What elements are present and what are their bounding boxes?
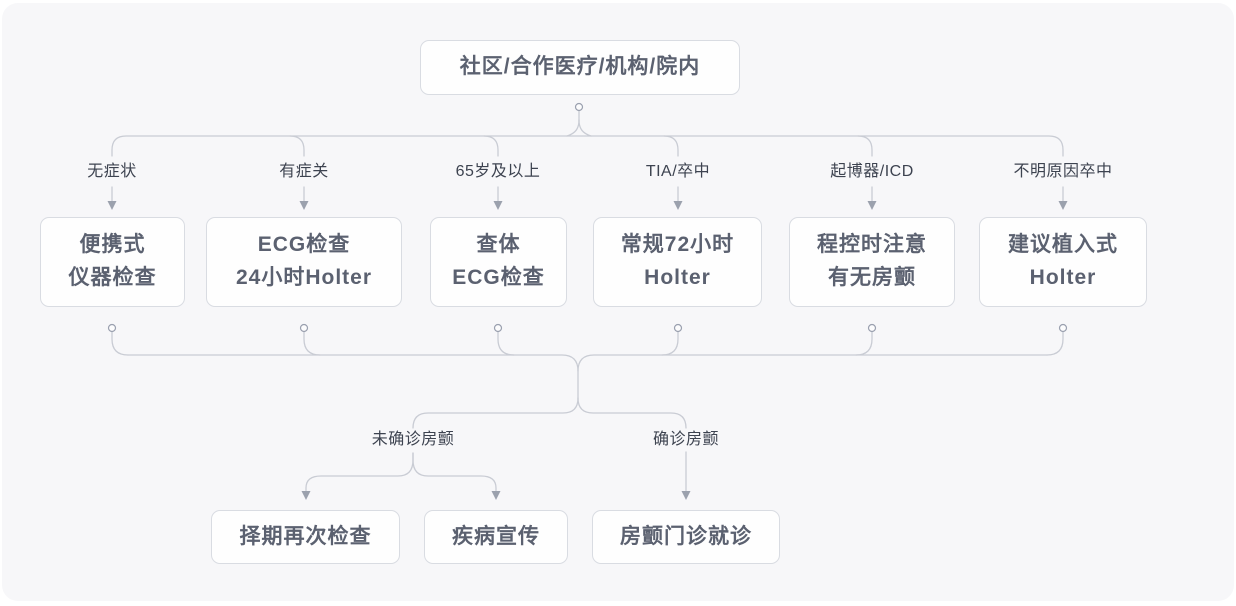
node-implantable-holter: 建议植入式 Holter	[979, 217, 1147, 307]
arrowhead-1	[107, 201, 117, 210]
port-node-2	[299, 323, 309, 333]
lower-bus-left	[127, 354, 579, 399]
lower-bus-right	[577, 354, 1048, 372]
mid-drop-4	[661, 331, 679, 356]
node-physical-ecg: 查体 ECG检查	[430, 217, 567, 307]
node-text-line: 有无房颤	[828, 266, 916, 289]
node-72h-holter: 常规72小时 Holter	[593, 217, 762, 307]
mid-drop-2	[303, 331, 321, 356]
node-root: 社区/合作医疗/机构/院内	[420, 40, 740, 95]
node-text-line: 疾病宣传	[452, 524, 540, 548]
node-root-label: 社区/合作医疗/机构/院内	[459, 55, 701, 79]
node-text-line: 便携式	[79, 233, 146, 257]
node-text-line: 仪器检查	[68, 266, 157, 289]
node-af-clinic: 房颤门诊就诊	[592, 510, 780, 564]
top-drop-4	[663, 135, 679, 157]
port-root	[574, 102, 584, 112]
outcome-fork-left	[412, 397, 579, 429]
node-text-line: 程控时注意	[817, 233, 927, 257]
outcome-label-af-not-confirmed: 未确诊房颤	[371, 431, 455, 448]
node-text-line: Holter	[1029, 266, 1097, 289]
root-fork-left	[566, 119, 580, 137]
port-node-6	[1058, 323, 1068, 333]
mid-drop-6	[1046, 331, 1064, 356]
mid-drop-1	[111, 331, 129, 356]
top-drop-3	[483, 135, 499, 157]
branch-label-symptomatic: 有症关	[279, 163, 329, 180]
node-pacemaker-check: 程控时注意 有无房颤	[789, 217, 955, 307]
node-text-line: 查体	[476, 233, 521, 257]
top-drop-5	[857, 135, 873, 157]
arrowhead-3	[493, 201, 503, 210]
arrowheads	[107, 201, 1068, 500]
node-text-line: 建议植入式	[1008, 233, 1118, 257]
mid-drop-3	[497, 331, 515, 356]
arrowhead-clinic	[681, 491, 691, 500]
arrowhead-reexamine	[301, 491, 311, 500]
port-node-5	[867, 323, 877, 333]
connector-lines	[111, 110, 1064, 492]
unconfirmed-fork-right	[412, 452, 497, 492]
branch-label-age-65-plus: 65岁及以上	[455, 163, 541, 180]
node-ecg-24h-holter: ECG检查 24小时Holter	[206, 217, 402, 307]
branch-label-pacemaker-icd: 起博器/ICD	[830, 163, 914, 180]
arrowhead-4	[673, 201, 683, 210]
node-text-line: 常规72小时	[620, 233, 735, 257]
port-node-4	[673, 323, 683, 333]
outcome-label-af-confirmed: 确诊房颤	[652, 431, 720, 448]
mid-drop-5	[855, 331, 873, 356]
node-disease-education: 疾病宣传	[424, 510, 568, 564]
branch-label-tia-stroke: TIA/卒中	[645, 163, 711, 180]
node-text-line: Holter	[644, 266, 711, 289]
node-text-line: ECG检查	[452, 266, 545, 289]
top-drop-2	[289, 135, 305, 157]
port-node-3	[493, 323, 503, 333]
arrowhead-2	[299, 201, 309, 210]
node-reexamine-later: 择期再次检查	[211, 510, 400, 564]
top-bus	[111, 135, 1064, 157]
branch-label-cryptogenic-stroke: 不明原因卒中	[1013, 163, 1113, 180]
arrowhead-6	[1058, 201, 1068, 210]
node-text-line: 房颤门诊就诊	[620, 524, 752, 548]
node-text-line: ECG检查	[257, 233, 351, 257]
outcome-fork-right	[577, 397, 687, 429]
arrowhead-education	[491, 491, 501, 500]
node-text-line: 择期再次检查	[239, 524, 372, 548]
port-circles	[107, 102, 1068, 333]
node-portable-device: 便携式 仪器检查	[40, 217, 185, 307]
port-node-1	[107, 323, 117, 333]
unconfirmed-fork-left	[305, 452, 414, 492]
arrowhead-5	[867, 201, 877, 210]
branch-label-asymptomatic: 无症状	[87, 163, 137, 180]
root-fork-right	[578, 119, 592, 137]
node-text-line: 24小时Holter	[235, 266, 373, 289]
